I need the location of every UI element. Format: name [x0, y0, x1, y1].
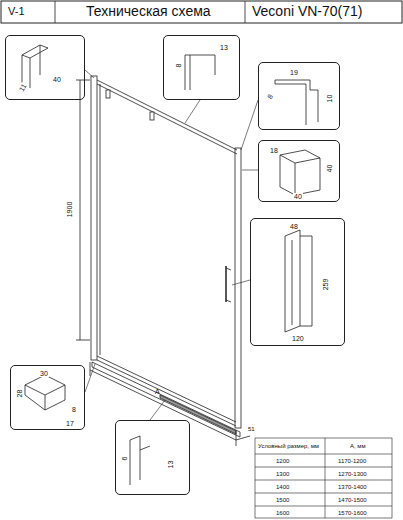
dimension-value: 19 — [289, 69, 299, 76]
table-cell: 1500 — [276, 497, 289, 503]
dimension-value: 40 — [52, 76, 62, 83]
table-cell: 1370-1400 — [338, 484, 367, 490]
detail-callout: 13 8 — [163, 35, 240, 100]
table-cell: 1170-1200 — [338, 458, 366, 464]
dimension-value: 1900 — [66, 202, 73, 218]
dimension-value: 30 — [39, 370, 49, 377]
dimension-value: 40 — [293, 193, 303, 200]
detail-callout: 6 13 — [115, 420, 190, 495]
table-cell: 1200 — [276, 458, 289, 464]
table-header: A, мм — [350, 443, 366, 449]
table-cell: 1400 — [276, 484, 289, 490]
table-cell: 1470-1500 — [338, 497, 367, 503]
detail-callout: 11 40 — [5, 35, 85, 100]
dimension-value: 51 — [248, 426, 255, 432]
model-name: Veconi VN-70(71) — [252, 4, 363, 18]
dimension-value: 10 — [326, 94, 333, 104]
table-cell: 1300 — [276, 471, 289, 477]
table-header: Условный размер, мм — [258, 443, 319, 449]
detail-callout: 18 40 40 — [258, 140, 340, 202]
dimension-value: 6 — [121, 456, 128, 462]
dimension-value: 13 — [167, 460, 174, 470]
table-cell: 1600 — [276, 510, 289, 516]
sheet-title: Техническая схема — [86, 4, 211, 18]
dimension-value: 8 — [71, 406, 77, 413]
dimension-value: 13 — [219, 44, 229, 51]
detail-callout: 30 28 8 17 — [10, 365, 85, 430]
dimension-value: A — [155, 388, 160, 395]
leader-lines — [85, 70, 258, 420]
dimension-value: 28 — [16, 389, 23, 399]
dimension-value: 18 — [269, 147, 279, 154]
dimension-value: 120 — [291, 335, 305, 342]
table-cell: 1570-1600 — [338, 510, 367, 516]
sheet-number: V-1 — [8, 6, 25, 17]
size-table — [255, 438, 392, 518]
table-cell: 1270-1300 — [338, 471, 367, 477]
dimension-value: 17 — [65, 420, 75, 427]
detail-callout: 48 259 120 — [250, 218, 345, 346]
detail-callout: 19 8 10 — [258, 62, 340, 130]
dimension-value: 8 — [175, 63, 182, 69]
dimension-value: 8 — [265, 92, 274, 101]
dimension-value: 11 — [17, 82, 28, 94]
dimension-value: 40 — [326, 164, 333, 174]
profile-details — [22, 45, 320, 485]
dimension-value: 48 — [289, 223, 299, 230]
door-illustration — [76, 76, 250, 446]
dimension-value: 259 — [322, 278, 329, 292]
